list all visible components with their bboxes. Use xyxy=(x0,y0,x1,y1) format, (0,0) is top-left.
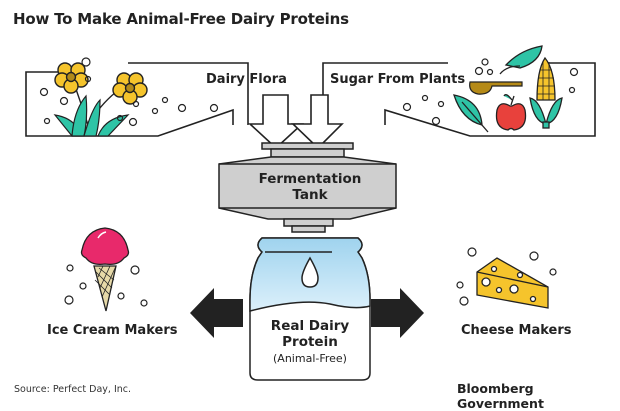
apple-icon xyxy=(495,94,527,131)
leaf-icon xyxy=(453,45,543,133)
product-label-line1: Real Dairy xyxy=(270,318,350,334)
sugar-from-plants-label: Sugar From Plants xyxy=(330,72,466,87)
spoon-icon xyxy=(469,81,523,95)
tank-label-line1: Fermentation xyxy=(258,171,362,187)
arrow-right-icon xyxy=(371,288,424,338)
fermentation-tank-label: Fermentation Tank xyxy=(230,171,390,203)
dairy-flora-label: Dairy Flora xyxy=(206,72,287,87)
page-title: How To Make Animal-Free Dairy Proteins xyxy=(13,10,349,28)
flower-icon xyxy=(54,62,148,126)
brand-logo: Bloomberg Government xyxy=(457,381,544,411)
bubbles xyxy=(402,58,579,126)
cheese-makers-label: Cheese Makers xyxy=(461,323,572,338)
leaves-icon xyxy=(53,94,130,137)
product-label-line2: Protein xyxy=(282,334,338,350)
tank-label-line2: Tank xyxy=(292,187,328,203)
fermentation-tank-icon xyxy=(218,142,397,233)
corn-icon xyxy=(529,56,563,129)
bubbles xyxy=(456,247,557,306)
bubbles xyxy=(64,264,148,307)
arrow-down-left-icon xyxy=(247,94,305,150)
arrow-left-icon xyxy=(190,288,243,338)
cheese-icon xyxy=(476,257,549,309)
ice-cream-makers-label: Ice Cream Makers xyxy=(47,323,178,338)
source-note: Source: Perfect Day, Inc. xyxy=(14,384,132,395)
product-label: Real Dairy Protein xyxy=(246,318,374,350)
ice-cream-icon xyxy=(80,227,130,312)
product-sublabel: (Animal-Free) xyxy=(273,352,347,365)
drop-icon xyxy=(301,256,319,288)
arrow-down-right-icon xyxy=(291,94,344,150)
bubbles xyxy=(39,57,219,127)
jar-icon xyxy=(249,237,371,381)
